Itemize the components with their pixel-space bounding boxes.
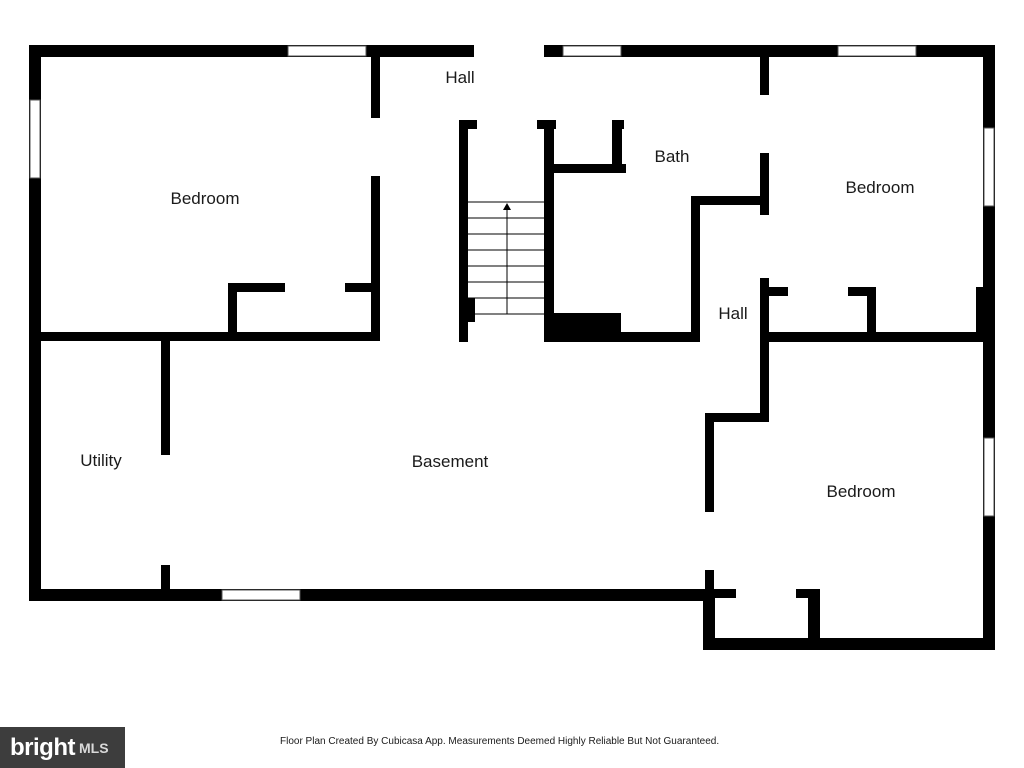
staircase [468, 201, 545, 315]
room-label-bedroom-northwest: Bedroom [171, 189, 240, 208]
footer-disclaimer: Floor Plan Created By Cubicasa App. Meas… [280, 736, 720, 747]
room-label-bedroom-northeast: Bedroom [846, 178, 915, 197]
room-label-basement: Basement [412, 452, 489, 471]
walls [29, 45, 995, 650]
room-label-hall-east: Hall [718, 304, 747, 323]
brand-logo: bright MLS [0, 727, 125, 768]
brand-word: bright [10, 733, 75, 761]
room-label-hall-top: Hall [445, 68, 474, 87]
stair-arrow-icon [503, 203, 511, 210]
room-label-utility: Utility [80, 451, 122, 470]
room-label-bedroom-southeast: Bedroom [827, 482, 896, 501]
brand-suffix: MLS [78, 739, 109, 756]
room-label-bath: Bath [655, 147, 690, 166]
windows [29, 45, 995, 601]
door-openings [161, 45, 848, 598]
